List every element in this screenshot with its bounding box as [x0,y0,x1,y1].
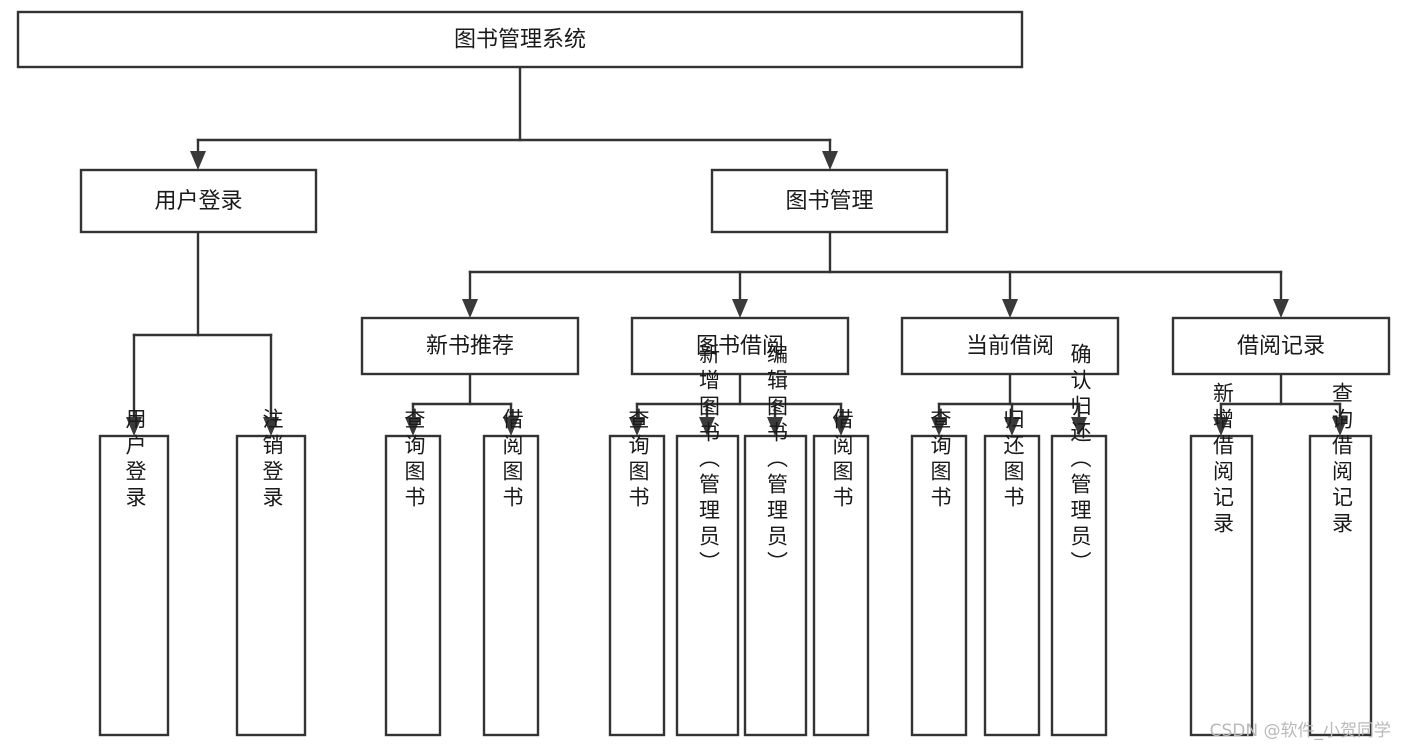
arrow-head-manage-0 [462,299,478,318]
node-label-确认归还管理员: 确认归还（管理员） [1068,343,1092,577]
arrow-head-login-0 [126,417,142,436]
arrow-head-manage-1 [732,299,748,318]
node-leaf-7[interactable]: 借阅图书 [812,408,870,737]
node-box-借阅图书[interactable] [812,434,870,737]
node-leaf-2[interactable]: 查询图书 [384,408,442,737]
node-leaf-1[interactable]: 注销登录 [235,408,307,737]
node-label-借阅记录: 借阅记录 [1237,334,1325,359]
node-box-查询图书[interactable] [608,434,666,737]
node-box-图书借阅[interactable] [630,316,850,376]
node-box-新增借阅记录[interactable] [1189,434,1254,737]
node-leaf-11[interactable]: 新增借阅记录 [1189,382,1254,737]
node-label-新增借阅记录: 新增借阅记录 [1211,382,1235,538]
arrow-head-g1-3 [833,417,849,436]
arrow-head-g2-0 [931,417,947,436]
node-box-新书推荐[interactable] [360,316,580,376]
node-label-图书管理系统: 图书管理系统 [454,28,586,53]
node-box-确认归还管理员[interactable] [1050,434,1108,737]
node-box-注销登录[interactable] [235,434,307,737]
node-level2-0[interactable]: 用户登录 [79,168,318,234]
node-box-新增图书管理员[interactable] [675,434,740,737]
node-label-查询图书: 查询图书 [402,408,426,512]
node-leaf-0[interactable]: 用户登录 [98,408,170,737]
arrow-head-g3-0 [1213,417,1229,436]
node-level3-1[interactable]: 图书借阅 [630,316,850,376]
node-leaf-3[interactable]: 借阅图书 [482,408,540,737]
node-leaf-6[interactable]: 编辑图书（管理员） [743,343,808,737]
node-label-查询图书: 查询图书 [928,408,952,512]
arrow-head-g2-2 [1071,417,1087,436]
node-box-用户登录[interactable] [98,434,170,737]
arrow-head-g0-0 [405,417,421,436]
node-box-借阅记录[interactable] [1171,316,1391,376]
node-box-查询图书[interactable] [384,434,442,737]
node-label-图书借阅: 图书借阅 [696,334,784,359]
node-box-图书管理系统[interactable] [16,10,1024,69]
node-label-注销登录: 注销登录 [260,408,284,512]
node-leaf-5[interactable]: 新增图书（管理员） [675,343,740,737]
node-box-用户登录[interactable] [79,168,318,234]
arrow-head-g2-1 [1004,417,1020,436]
node-box-当前借阅[interactable] [900,316,1120,376]
node-level2-1[interactable]: 图书管理 [710,168,949,234]
node-level3-0[interactable]: 新书推荐 [360,316,580,376]
node-label-借阅图书: 借阅图书 [830,408,854,512]
arrow-head-login-1 [263,417,279,436]
node-box-借阅图书[interactable] [482,434,540,737]
node-leaf-12[interactable]: 查询借阅记录 [1308,382,1373,737]
node-label-查询图书: 查询图书 [626,408,650,512]
node-leaf-10[interactable]: 确认归还（管理员） [1050,343,1108,737]
node-box-编辑图书管理员[interactable] [743,434,808,737]
arrow-head-g0-1 [503,417,519,436]
node-label-用户登录: 用户登录 [123,408,147,512]
node-leaf-8[interactable]: 查询图书 [910,408,968,737]
arrow-head-manage-2 [1002,299,1018,318]
node-level3-3[interactable]: 借阅记录 [1171,316,1391,376]
arrow-head-g3-1 [1332,417,1348,436]
node-level3-2[interactable]: 当前借阅 [900,316,1120,376]
node-label-当前借阅: 当前借阅 [966,334,1054,359]
arrow-head-manage-3 [1273,299,1289,318]
node-leaf-9[interactable]: 归还图书 [983,408,1041,737]
node-label-查询借阅记录: 查询借阅记录 [1330,382,1354,538]
node-label-借阅图书: 借阅图书 [500,408,524,512]
node-label-用户登录: 用户登录 [154,189,242,214]
arrow-head-g1-2 [767,417,783,436]
node-label-新书推荐: 新书推荐 [426,334,514,359]
node-box-归还图书[interactable] [983,434,1041,737]
node-label-归还图书: 归还图书 [1001,408,1025,512]
node-label-图书管理: 图书管理 [785,189,873,214]
node-box-图书管理[interactable] [710,168,949,234]
arrow-head-g1-1 [699,417,715,436]
arrow-head-root-1 [822,151,838,170]
node-box-查询借阅记录[interactable] [1308,434,1373,737]
node-label-新增图书管理员: 新增图书（管理员） [697,343,721,577]
node-box-查询图书[interactable] [910,434,968,737]
arrow-head-g1-0 [629,417,645,436]
node-leaf-4[interactable]: 查询图书 [608,408,666,737]
node-root-0[interactable]: 图书管理系统 [16,10,1024,69]
arrow-head-root-0 [190,151,206,170]
node-label-编辑图书管理员: 编辑图书（管理员） [765,343,789,577]
